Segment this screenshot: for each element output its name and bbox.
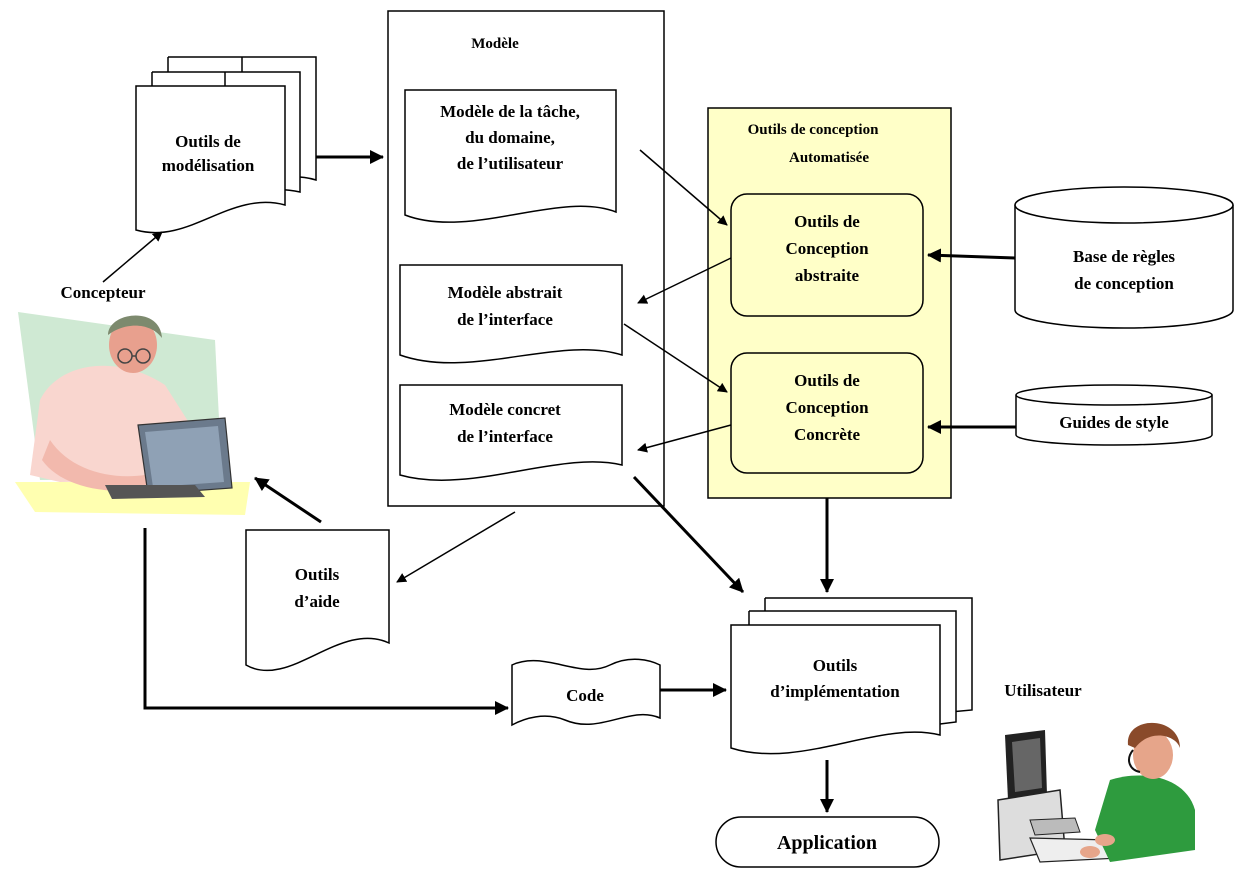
modele-concret-doc: Modèle concret de l’interface — [399, 384, 623, 481]
modele-abstrait-line2: de l’interface — [457, 310, 553, 329]
arrow-tache-to-abstraite — [639, 149, 728, 226]
outils-conception-title-line2: Automatisée — [789, 150, 869, 166]
guides-style-label: Guides de style — [1059, 413, 1169, 432]
designer-at-computer-icon — [15, 312, 250, 515]
modele-abstrait-doc: Modèle abstrait de l’interface — [399, 264, 623, 364]
conception-abstraite-box: Outils de Conception abstraite — [730, 193, 924, 317]
application-label: Application — [777, 832, 877, 854]
modele-tache-line2: du domaine, — [465, 128, 555, 147]
conception-abstraite-line1: Outils de — [794, 212, 860, 231]
arrow-concepteur-to-code — [143, 528, 509, 715]
outils-implementation-line1: Outils — [813, 656, 858, 675]
outils-aide-line2: d’aide — [294, 592, 340, 611]
connectors — [102, 149, 1016, 813]
outils-conception-title-line1: Outils de conception — [748, 122, 879, 138]
conception-abstraite-line3: abstraite — [795, 266, 860, 285]
modele-tache-line3: de l’utilisateur — [457, 154, 564, 173]
outils-modelisation-line1: Outils de — [175, 132, 241, 151]
outils-aide-doc: Outils d’aide — [245, 529, 390, 672]
outils-implementation-stack: Outils d’implémentation — [730, 597, 973, 755]
arrow-base-to-abstraite — [927, 248, 1016, 263]
conception-concrete-line3: Concrète — [794, 425, 861, 444]
modele-concret-line1: Modèle concret — [449, 400, 561, 419]
arrow-abstraite-to-modele-abstrait — [637, 257, 732, 304]
arrow-concret-to-implementation — [632, 475, 745, 594]
conception-concrete-line1: Outils de — [794, 371, 860, 390]
arrow-modele-to-aide — [396, 511, 516, 583]
concepteur-label: Concepteur — [61, 283, 146, 302]
conception-concrete-line2: Conception — [785, 398, 869, 417]
arrow-concepteur-to-modelisation — [102, 231, 163, 283]
base-regles-line2: de conception — [1074, 274, 1174, 293]
outils-implementation-line2: d’implémentation — [770, 682, 900, 701]
modele-concret-line2: de l’interface — [457, 427, 553, 446]
utilisateur-label: Utilisateur — [1004, 681, 1082, 700]
outils-modelisation-stack: Outils de modélisation — [135, 56, 317, 234]
outils-aide-line1: Outils — [295, 565, 340, 584]
modele-tache-doc: Modèle de la tâche, du domaine, de l’uti… — [404, 89, 617, 223]
modele-abstrait-line1: Modèle abstrait — [448, 283, 563, 302]
arrow-aide-to-concepteur — [254, 476, 322, 524]
modele-title: Modèle — [471, 36, 519, 52]
guides-style-cylinder: Guides de style — [1015, 384, 1213, 446]
conception-concrete-box: Outils de Conception Concrète — [730, 352, 924, 474]
user-with-headset-icon — [997, 722, 1195, 863]
code-tape: Code — [511, 658, 661, 727]
conception-abstraite-line2: Conception — [785, 239, 869, 258]
arrow-concrete-to-modele-concret — [637, 424, 732, 453]
outils-modelisation-line2: modélisation — [162, 156, 255, 175]
application-terminator: Application — [715, 816, 940, 868]
code-label: Code — [566, 686, 604, 705]
base-regles-line1: Base de règles — [1073, 247, 1175, 266]
base-regles-cylinder: Base de règles de conception — [1014, 186, 1234, 329]
arrow-modele-abstrait-to-concrete — [623, 323, 728, 393]
modele-tache-line1: Modèle de la tâche, — [440, 102, 580, 121]
